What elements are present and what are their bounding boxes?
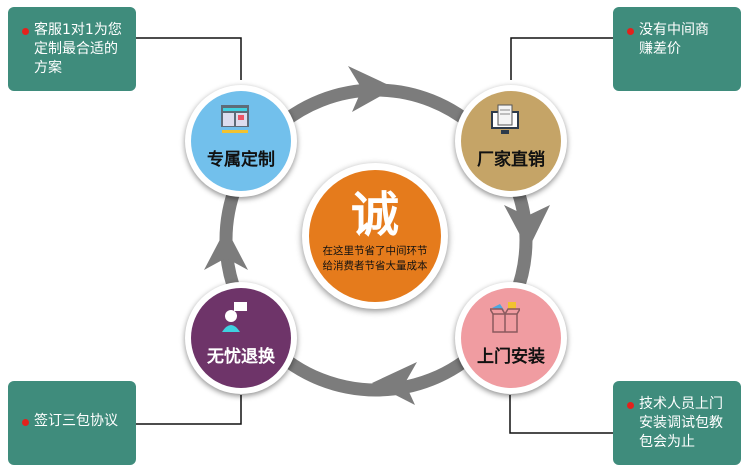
connector-line [509, 395, 613, 434]
arrow-down-icon [504, 205, 550, 250]
connector-line [136, 395, 242, 425]
arrow-up-icon [204, 228, 248, 270]
support-agent-icon [222, 302, 247, 332]
bullet-icon [627, 402, 634, 409]
book-video-icon [221, 105, 249, 133]
connector-line [136, 37, 242, 80]
connector-line [510, 37, 613, 80]
bullet-icon [627, 28, 634, 35]
node-direct-sale: 厂家直销 [455, 85, 567, 197]
node-custom: 专属定制 [185, 85, 297, 197]
monitor-document-icon [491, 104, 519, 134]
bullet-icon [22, 28, 29, 35]
arrow-left-icon [372, 362, 417, 405]
center-hub: 诚 在这里节省了中间环节 给消费者节省大量成本 [302, 163, 448, 309]
note-warranty: 签订三包协议 [8, 381, 136, 465]
node-install: 上门安装 [455, 282, 567, 394]
note-custom: 客服1对1为您定制最合适的方案 [8, 7, 136, 91]
node-return: 无忧退换 [185, 282, 297, 394]
arrow-right-icon [348, 66, 395, 112]
note-install: 技术人员上门安装调试包教包会为止 [613, 381, 741, 465]
open-box-icon [490, 302, 520, 333]
note-direct: 没有中间商赚差价 [613, 7, 741, 91]
bullet-icon [22, 419, 29, 426]
